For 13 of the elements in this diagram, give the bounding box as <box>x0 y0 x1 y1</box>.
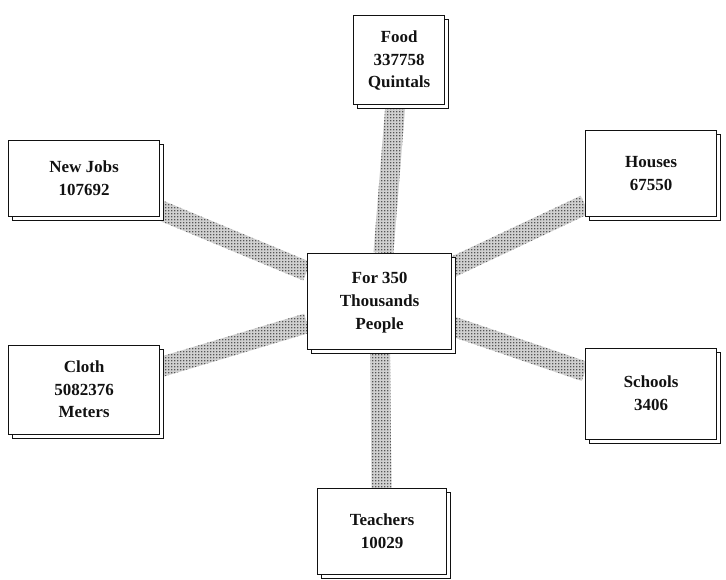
box-heading: Teachers <box>350 508 414 531</box>
box-heading: Cloth <box>64 356 104 378</box>
box-heading: Houses <box>625 150 677 173</box>
box-value: 67550 <box>630 174 672 196</box>
box-heading: For 350 Thousands People <box>338 267 420 335</box>
box-heading: Food <box>380 26 418 48</box>
box-value: 337758 Quintals <box>366 48 432 94</box>
box-heading: New Jobs <box>49 156 119 178</box>
box-heading: Schools <box>624 371 678 394</box>
box-value: 107692 <box>58 178 110 200</box>
box-value: 10029 <box>360 532 404 554</box>
box-value: 3406 <box>634 394 668 416</box>
box-value: 5082376 Meters <box>53 378 115 424</box>
